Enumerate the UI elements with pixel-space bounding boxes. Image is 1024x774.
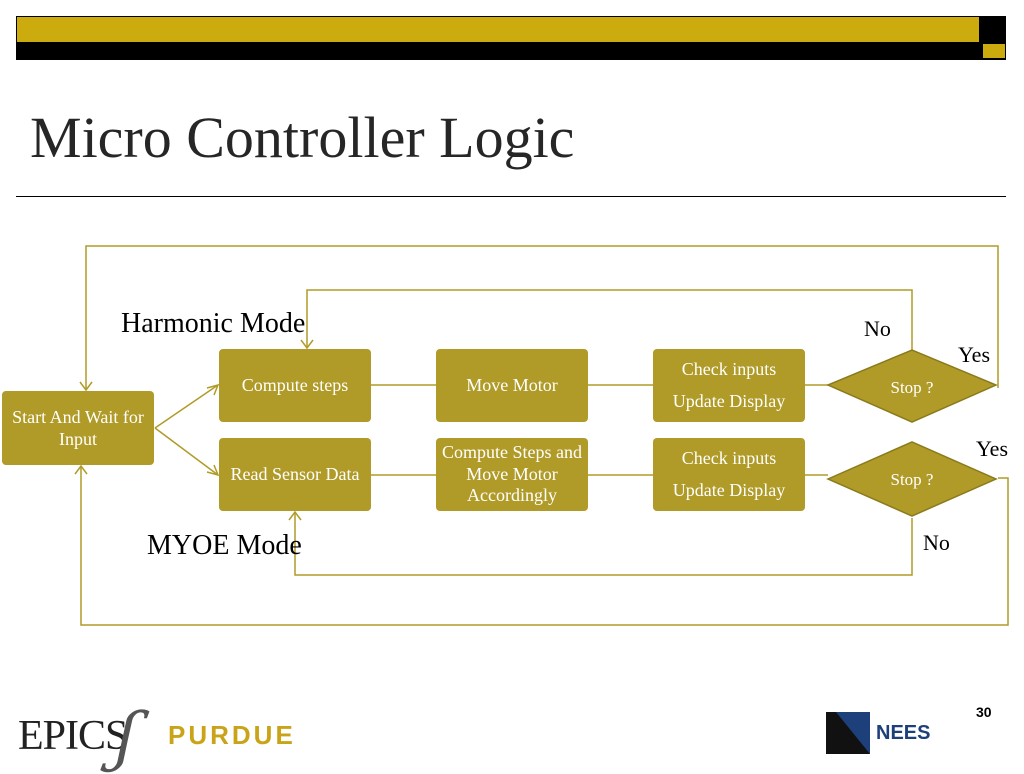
arrowhead-fork-up: [206, 383, 220, 396]
arrowhead-fork-down: [206, 464, 220, 477]
myoe-check-line1: Check inputs: [681, 448, 777, 468]
harmonic-stop-diamond: [826, 349, 998, 423]
title-divider: [16, 196, 1006, 197]
myoe-no-loop: [294, 512, 913, 576]
fork-up: [154, 384, 219, 429]
slide-title: Micro Controller Logic: [30, 105, 575, 170]
harmonic-mode-label: Harmonic Mode: [121, 308, 306, 339]
myoe-read-label: Read Sensor Data: [230, 464, 360, 485]
harmonic-move-label: Move Motor: [466, 375, 558, 396]
arrowhead-myoe-read: [288, 510, 302, 521]
harmonic-compute-box: Compute steps: [219, 349, 371, 422]
arrowhead-harmonic-start: [79, 381, 93, 392]
header-corner-gold: [983, 44, 1005, 58]
harmonic-yes-loop: [85, 245, 999, 390]
harmonic-check-line2: Update Display: [672, 390, 786, 411]
myoe-no-label: No: [923, 530, 950, 555]
arrowhead-myoe-start: [74, 464, 88, 475]
header-corner-black: [980, 16, 1006, 42]
start-wait-box: Start And Wait for Input: [2, 391, 154, 465]
harmonic-move-box: Move Motor: [436, 349, 588, 422]
myoe-yes-label: Yes: [976, 436, 1009, 461]
nees-logo-text: NEES: [876, 722, 931, 744]
harmonic-no-loop: [306, 289, 913, 350]
harmonic-check-line1: Check inputs: [681, 359, 777, 379]
myoe-stop-label: Stop ?: [890, 470, 934, 489]
myoe-mode-label: MYOE Mode: [147, 530, 302, 561]
page-number: 30: [976, 704, 992, 720]
harmonic-compute-label: Compute steps: [241, 375, 349, 396]
header-black-bar: [16, 42, 1006, 60]
myoe-read-box: Read Sensor Data: [219, 438, 371, 511]
myoe-compute-move-box: Compute Steps and Move Motor Accordingly: [436, 438, 588, 511]
harmonic-no-label: No: [864, 316, 891, 341]
arrowhead-harmonic-compute: [300, 339, 314, 350]
harmonic-stop-label: Stop ?: [890, 378, 934, 397]
purdue-logo: PURDUE: [168, 720, 296, 750]
myoe-compute-move-label: Compute Steps and Move Motor Accordingly: [442, 442, 582, 506]
myoe-check-box: Check inputs Update Display: [653, 438, 805, 511]
epics-logo: EPICS: [18, 713, 128, 759]
fork-down: [154, 427, 219, 476]
start-wait-label: Start And Wait for Input: [12, 406, 144, 450]
nees-logo-icon: [826, 712, 870, 754]
myoe-check-line2: Update Display: [672, 479, 786, 500]
harmonic-yes-label: Yes: [958, 342, 991, 367]
myoe-stop-diamond: [826, 441, 998, 517]
harmonic-check-box: Check inputs Update Display: [653, 349, 805, 422]
myoe-yes-loop: [80, 466, 1009, 626]
